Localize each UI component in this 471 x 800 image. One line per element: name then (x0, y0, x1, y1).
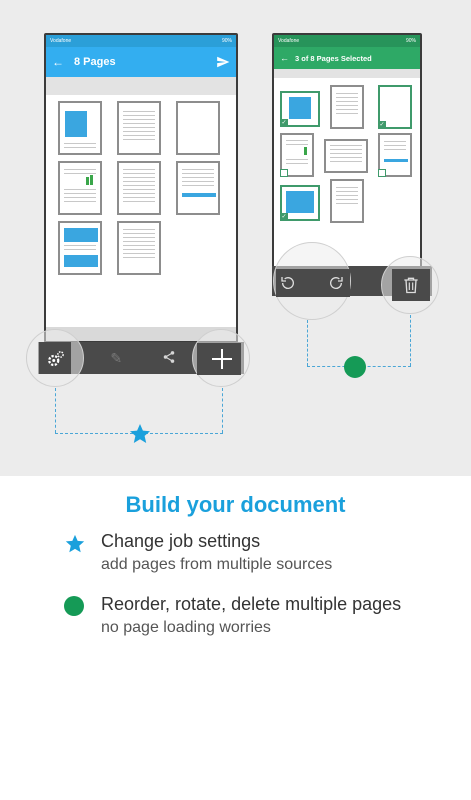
checkbox-checked-icon[interactable]: ✓ (280, 213, 288, 221)
back-arrow-icon[interactable]: ← (52, 55, 64, 69)
selection-title: 3 of 8 Pages Selected (295, 53, 372, 63)
star-icon (130, 424, 150, 443)
rotate-left-icon[interactable] (280, 275, 296, 291)
page-thumbnail-selected[interactable]: ✓ (378, 85, 412, 129)
feature-title: Reorder, rotate, delete multiple pages (101, 594, 402, 614)
rotate-highlight (273, 242, 351, 320)
app-bar: ← 8 Pages (46, 47, 236, 77)
section-heading: Build your document (125, 492, 346, 517)
add-highlight (192, 329, 250, 387)
page-thumbnail-selected[interactable]: ✓ (280, 185, 320, 221)
carrier-label: Vodafone (50, 38, 72, 44)
page-thumbnail[interactable] (378, 133, 412, 177)
green-dot-icon (64, 596, 84, 616)
app-bar: ← 3 of 8 Pages Selected (274, 47, 420, 69)
edit-icon[interactable]: ✎ (110, 349, 123, 366)
settings-icon[interactable] (47, 350, 65, 368)
divider-strip (46, 77, 236, 95)
status-bar: Vodafone 90% (46, 35, 236, 47)
page-thumbnail[interactable] (176, 101, 220, 155)
checkbox-checked-icon[interactable]: ✓ (280, 119, 288, 127)
page-thumbnail[interactable] (58, 161, 102, 215)
connector-line (222, 388, 223, 433)
illustration-area: Vodafone 90% ← 8 Pages (0, 0, 471, 476)
carrier-label: Vodafone (278, 38, 300, 44)
connector-line (307, 320, 308, 366)
connector-line (410, 315, 411, 366)
page-thumbnail[interactable] (280, 133, 314, 177)
feature-subtitle: no page loading worries (101, 619, 271, 636)
feature-title: Change job settings (101, 531, 261, 551)
delete-icon[interactable] (401, 275, 421, 295)
page-thumbnail[interactable] (330, 179, 364, 223)
delete-highlight (381, 256, 439, 314)
page-thumbnail[interactable] (117, 161, 161, 215)
page-thumbnail[interactable] (117, 221, 161, 275)
page-thumbnail[interactable] (58, 221, 102, 275)
rotate-right-icon[interactable] (328, 275, 344, 291)
settings-highlight (26, 329, 84, 387)
page-thumbnail[interactable] (330, 85, 364, 129)
checkbox-empty-icon[interactable] (280, 169, 288, 177)
checkbox-empty-icon[interactable] (378, 169, 386, 177)
star-icon (65, 534, 85, 553)
connector-line (55, 388, 56, 433)
page-thumbnail-selected[interactable]: ✓ (280, 91, 320, 127)
battery-label: 90% (405, 38, 416, 44)
page-thumbnail[interactable] (58, 101, 102, 155)
checkbox-checked-icon[interactable]: ✓ (378, 121, 386, 129)
send-icon[interactable] (216, 55, 230, 69)
page-thumbnail[interactable] (324, 139, 368, 173)
add-icon[interactable] (210, 347, 234, 371)
battery-label: 90% (221, 38, 232, 44)
page-thumbnail[interactable] (176, 161, 220, 215)
status-bar: Vodafone 90% (274, 35, 420, 47)
feature-subtitle: add pages from multiple sources (101, 556, 333, 573)
page-title: 8 Pages (74, 56, 116, 68)
back-arrow-icon[interactable]: ← (280, 53, 289, 63)
green-dot-icon (344, 356, 366, 378)
divider-strip (274, 69, 420, 78)
page-thumbnail[interactable] (117, 101, 161, 155)
bottom-divider (46, 327, 236, 341)
share-icon[interactable] (162, 350, 176, 367)
phone-screen-pages: Vodafone 90% ← 8 Pages (44, 33, 238, 343)
